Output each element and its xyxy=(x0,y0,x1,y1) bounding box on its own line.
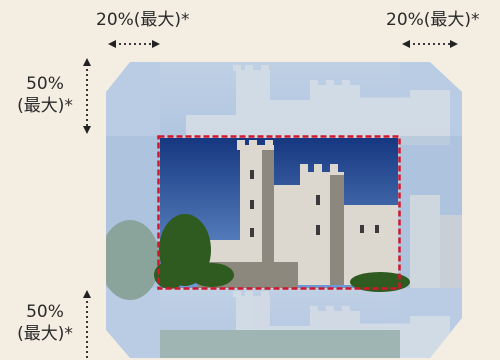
original-photo xyxy=(154,138,410,292)
original-frame xyxy=(157,135,401,290)
bottom-extension-photo xyxy=(160,288,450,358)
left-top-label-line1: 50% xyxy=(26,74,64,94)
right-width-arrow xyxy=(402,40,458,48)
left-bottom-label-line2: (最大)* xyxy=(17,324,73,344)
top-left-label: 20%(最大)* xyxy=(96,10,190,30)
left-width-arrow xyxy=(108,40,160,48)
expanded-area xyxy=(106,62,462,358)
top-height-arrow xyxy=(83,58,91,134)
left-bottom-label-line1: 50% xyxy=(26,302,64,322)
left-extension-photo xyxy=(106,136,160,300)
top-extension-photo xyxy=(160,62,450,145)
top-right-label: 20%(最大)* xyxy=(386,10,480,30)
left-top-label-line2: (最大)* xyxy=(17,96,73,116)
right-extension-photo xyxy=(400,136,462,288)
bottom-height-arrow xyxy=(83,290,91,360)
